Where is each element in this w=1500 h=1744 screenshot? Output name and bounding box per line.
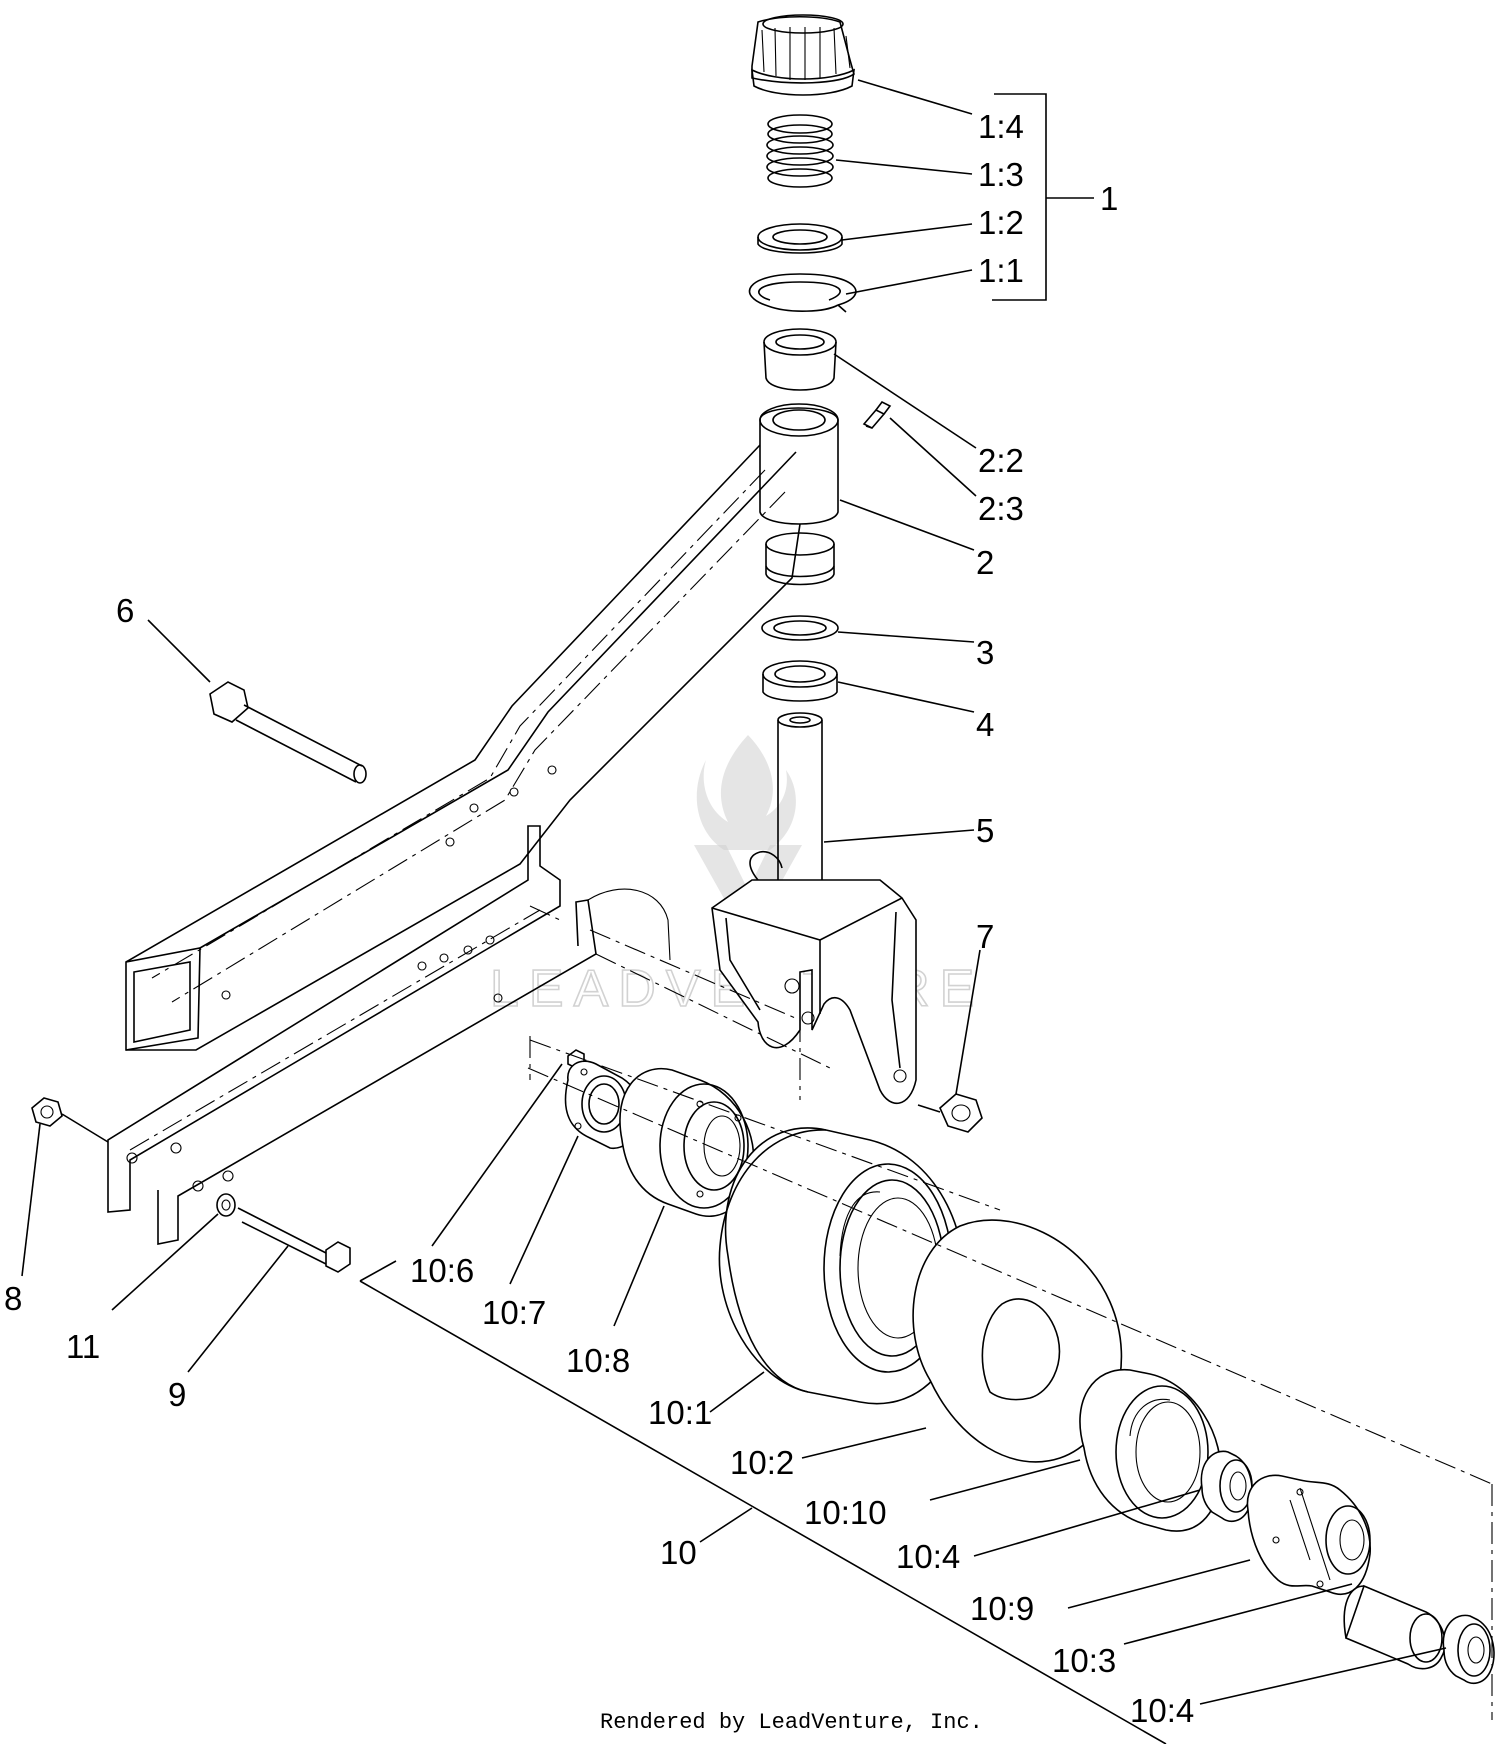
callout-10-6: 10:6: [410, 1252, 474, 1289]
grease-fitting-part: [862, 400, 892, 429]
mounting-bracket-part: [107, 825, 801, 1245]
callout-10-3: 10:3: [1052, 1642, 1116, 1679]
flat-washer-part: [216, 1193, 236, 1217]
callout-10-7: 10:7: [482, 1294, 546, 1331]
callout-10-4-b: 10:4: [1130, 1692, 1194, 1729]
callout-10-9: 10:9: [970, 1590, 1034, 1627]
bearing-part-b: [1442, 1614, 1495, 1685]
callout-10-10: 10:10: [804, 1494, 887, 1531]
callout-4: 4: [976, 706, 994, 743]
assembly-outline: [529, 953, 831, 1080]
v-logo-icon: [694, 845, 802, 920]
leader-lines: [21, 79, 1447, 1744]
washer-part: [757, 223, 843, 254]
callout-5: 5: [976, 812, 994, 849]
callout-10-4-a: 10:4: [896, 1538, 960, 1575]
render-credit: Rendered by LeadVenture, Inc.: [600, 1710, 983, 1735]
callout-1-4: 1:4: [978, 108, 1024, 145]
flame-logo-icon: [696, 735, 796, 850]
callout-11: 11: [66, 1328, 100, 1365]
short-bolt-part: [237, 1207, 351, 1273]
snap-ring-part: [748, 273, 857, 313]
spacer-tube-part: [1343, 1584, 1446, 1670]
thrust-washer-part: [761, 615, 839, 641]
callout-7: 7: [976, 918, 994, 955]
callout-1: 1: [1100, 180, 1118, 217]
hub-part: [1246, 1474, 1371, 1595]
callout-1-3: 1:3: [978, 156, 1024, 193]
parts: [31, 14, 1495, 1720]
cap-part: [751, 14, 855, 96]
callout-1-2: 1:2: [978, 204, 1024, 241]
inner-tube-part: [912, 1219, 1123, 1463]
callout-6: 6: [116, 592, 134, 629]
outer-rim-part: [1079, 1368, 1222, 1532]
callout-10-2: 10:2: [730, 1444, 794, 1481]
spacer-part: [762, 660, 838, 702]
callout-10: 10: [660, 1534, 697, 1571]
callout-3: 3: [976, 634, 994, 671]
upper-bushing-part: [763, 328, 837, 391]
callout-2: 2: [976, 544, 994, 581]
left-nut-part: [31, 1097, 109, 1143]
lock-nut-part: [917, 1093, 983, 1133]
callout-2-3: 2:3: [978, 490, 1024, 527]
callout-labels: 1:4 1:3 1:2 1:1 1 2:2 2:3 2 3 4 5 6 7 8 …: [4, 108, 1194, 1729]
callout-2-2: 2:2: [978, 442, 1024, 479]
lower-bushing-part: [765, 532, 835, 586]
spring-part: [766, 114, 834, 188]
callout-8: 8: [4, 1280, 22, 1317]
caster-fork-part: [711, 712, 917, 1105]
long-bolt-part: [209, 681, 367, 784]
callout-10-8: 10:8: [566, 1342, 630, 1379]
callout-1-1: 1:1: [978, 252, 1024, 289]
callout-10-1: 10:1: [648, 1394, 712, 1431]
caster-arm-part: [125, 403, 839, 1051]
axle-centerline: [527, 1020, 1493, 1720]
callout-9: 9: [168, 1376, 186, 1413]
